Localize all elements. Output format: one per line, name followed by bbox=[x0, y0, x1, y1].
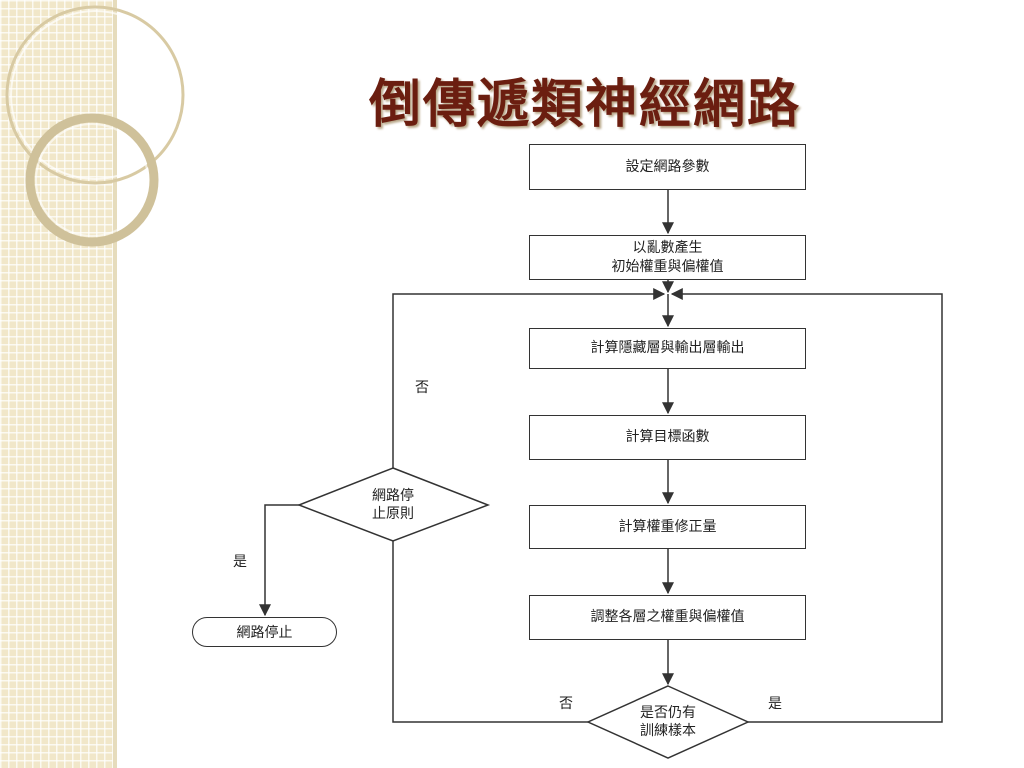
samples-decision-diamond bbox=[586, 685, 750, 759]
init-weights-line2: 初始權重與偏權值 bbox=[611, 258, 724, 275]
adjust-weights-box: 調整各層之權重與偏權值 bbox=[529, 595, 806, 640]
stop-decision-diamond bbox=[296, 467, 491, 542]
label-yes-samples: 是 bbox=[768, 696, 782, 712]
slide-title: 倒傳遞類神經網路 bbox=[368, 74, 801, 135]
adjust-weights-label: 調整各層之權重與偏權值 bbox=[590, 609, 745, 626]
sidebar-edge bbox=[113, 0, 117, 768]
compute-corrections-box: 計算權重修正量 bbox=[529, 505, 806, 549]
stop-decision-line2: 止原則 bbox=[372, 506, 414, 523]
samples-decision-line2: 訓練樣本 bbox=[640, 723, 696, 740]
set-params-label: 設定網路參數 bbox=[625, 158, 710, 175]
compute-outputs-label: 計算隱藏層與輸出層輸出 bbox=[590, 340, 745, 357]
compute-objective-box: 計算目標函數 bbox=[529, 415, 806, 460]
set-params-box: 設定網路參數 bbox=[529, 144, 806, 190]
compute-outputs-box: 計算隱藏層與輸出層輸出 bbox=[529, 328, 806, 369]
loop-no-left bbox=[392, 540, 588, 723]
stop-decision-text: 網路停 止原則 bbox=[343, 487, 443, 523]
compute-objective-label: 計算目標函數 bbox=[625, 429, 710, 446]
stop-terminal: 網路停止 bbox=[192, 617, 337, 647]
label-yes-stop: 是 bbox=[233, 554, 247, 570]
loop-no-stop-up bbox=[392, 288, 666, 468]
init-weights-line1: 以亂數產生 bbox=[632, 240, 703, 257]
samples-decision-line1: 是否仍有 bbox=[640, 705, 696, 721]
init-weights-box: 以亂數產生 初始權重與偏權值 bbox=[529, 235, 806, 280]
samples-decision-text: 是否仍有 訓練樣本 bbox=[618, 704, 718, 740]
arrow-to-stop-terminal bbox=[259, 504, 299, 617]
label-no-continue: 否 bbox=[415, 380, 429, 396]
label-no-samples: 否 bbox=[559, 696, 573, 712]
compute-corrections-label: 計算權重修正量 bbox=[618, 518, 717, 535]
stop-terminal-label: 網路停止 bbox=[236, 625, 293, 641]
stop-decision-line1: 網路停 bbox=[372, 488, 414, 504]
decorative-rings bbox=[5, 5, 185, 247]
loop-yes-right bbox=[670, 288, 943, 723]
